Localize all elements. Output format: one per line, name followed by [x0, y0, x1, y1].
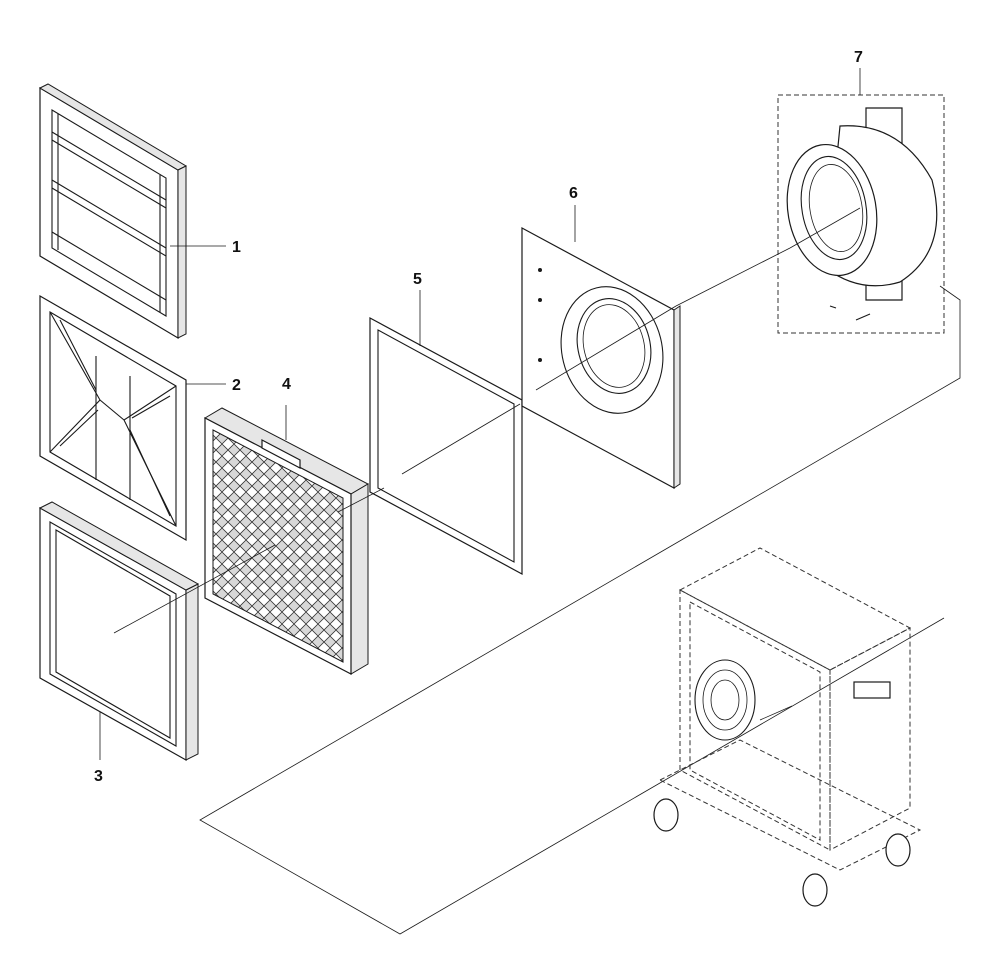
cart-assembly [653, 547, 922, 907]
callout-6: 6 [569, 185, 578, 202]
part-4-filter [203, 405, 370, 675]
part-2-prefilter [39, 294, 226, 542]
callout-5: 5 [413, 271, 422, 288]
callout-4: 4 [282, 376, 291, 393]
callout-7: 7 [854, 49, 863, 66]
callout-1: 1 [232, 239, 241, 256]
part-6-panel [521, 205, 681, 490]
callout-3: 3 [94, 768, 103, 785]
part-7-blower [777, 68, 945, 334]
part-3-frame [38, 501, 200, 762]
part-5-gasket [369, 290, 523, 576]
part-1-grille [38, 83, 226, 340]
callout-labels: 1 2 3 4 5 6 7 [94, 49, 863, 785]
assembly-axis [113, 207, 961, 935]
callout-2: 2 [232, 377, 241, 394]
